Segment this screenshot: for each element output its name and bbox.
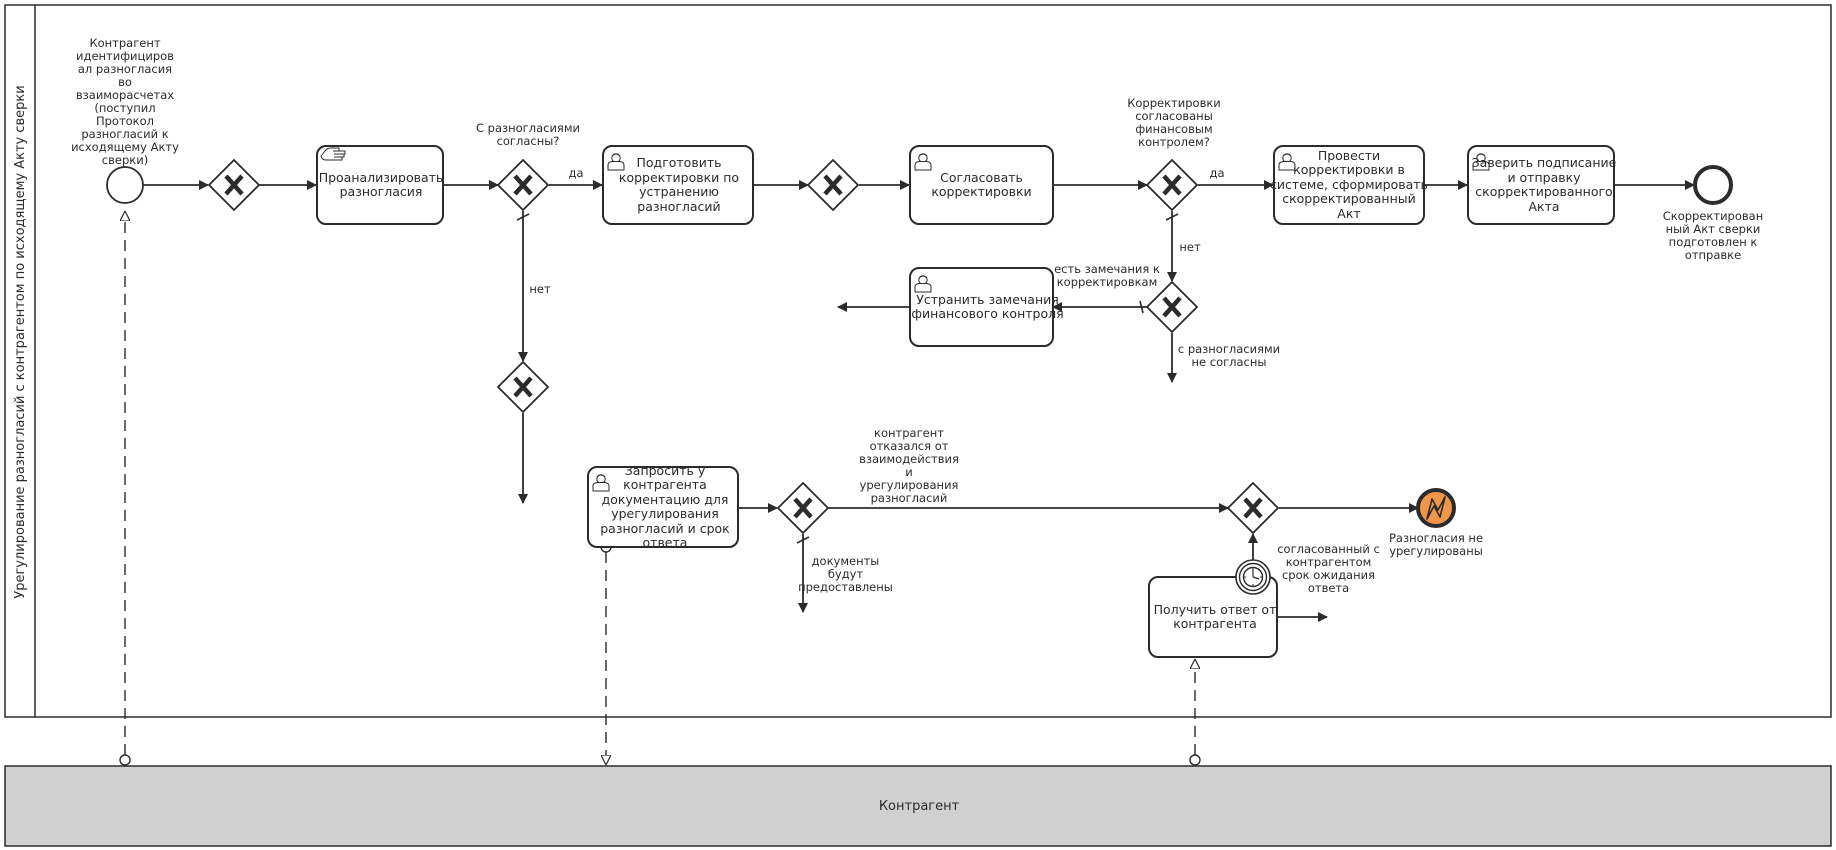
task-approve [909, 145, 1054, 225]
default-mark-gw4 [1165, 213, 1179, 221]
contractor-pool [4, 765, 1832, 847]
flow-label-yes2: да [1209, 166, 1225, 180]
task-analyze-label: Проанализировать разногласия [318, 169, 444, 199]
task-receive-label: Получить ответ от контрагента [1153, 601, 1277, 631]
task-request [587, 466, 739, 548]
manual-task-icon [320, 147, 346, 161]
message-origin-receive [1189, 754, 1201, 766]
flow-label-no1: нет [529, 282, 551, 296]
flow-label-refused: контрагент отказался от взаимодействия и… [859, 426, 959, 505]
start-event-label: Контрагент идентифициров ал разногласия … [71, 36, 179, 167]
gateway-x-marks [224, 174, 1263, 519]
flow-label-yes1: да [568, 166, 584, 180]
pool-title: Контрагент [878, 798, 960, 814]
task-apply-label: Провести корректировки в системе, сформи… [1270, 147, 1428, 221]
default-mark-gw5 [1139, 300, 1144, 314]
error-end-label: Разногласия не урегулированы [1388, 531, 1484, 558]
flow-label-remarks: есть замечания к корректировкам [1054, 262, 1160, 289]
task-analyze [316, 145, 444, 225]
task-fix [909, 267, 1054, 347]
start-event [106, 166, 144, 204]
gateway-agree-label: С разногласиями согласны? [475, 121, 580, 148]
flow-label-docs: документы будут предоставлены [798, 554, 893, 594]
task-prepare [602, 145, 754, 225]
task-sign [1467, 145, 1615, 225]
message-origin-start [119, 754, 131, 766]
task-request-label: Запросить у контрагента документацию для… [600, 462, 730, 550]
default-mark-gw2 [516, 213, 530, 221]
end-event [1693, 165, 1733, 205]
timer-icon [1235, 559, 1271, 595]
flow-label-no2: нет [1179, 240, 1201, 254]
task-fix-label: Устранить замечания финансового контроля [911, 291, 1064, 321]
gateway-fin-label: Корректировки согласованы финансовым кон… [1127, 96, 1221, 149]
lane-frame [4, 4, 1832, 718]
timer-label: согласованный с контрагентом срок ожидан… [1277, 542, 1380, 595]
end-event-label: Скорректирован ный Акт сверки подготовле… [1662, 209, 1764, 262]
default-mark-gw7 [796, 536, 810, 544]
task-approve-label: Согласовать корректировки [931, 169, 1032, 199]
lane-title: Урегулирование разногласий с контрагенто… [12, 85, 28, 599]
task-receive [1148, 576, 1278, 658]
task-prepare-label: Подготовить корректировки по устранению … [618, 155, 740, 214]
task-apply [1273, 145, 1425, 225]
flow-label-disagree: с разногласиями не согласны [1177, 342, 1281, 369]
error-end-event [1416, 488, 1456, 528]
task-sign-label: Заверить подписание и отправку скорректи… [1471, 155, 1617, 214]
